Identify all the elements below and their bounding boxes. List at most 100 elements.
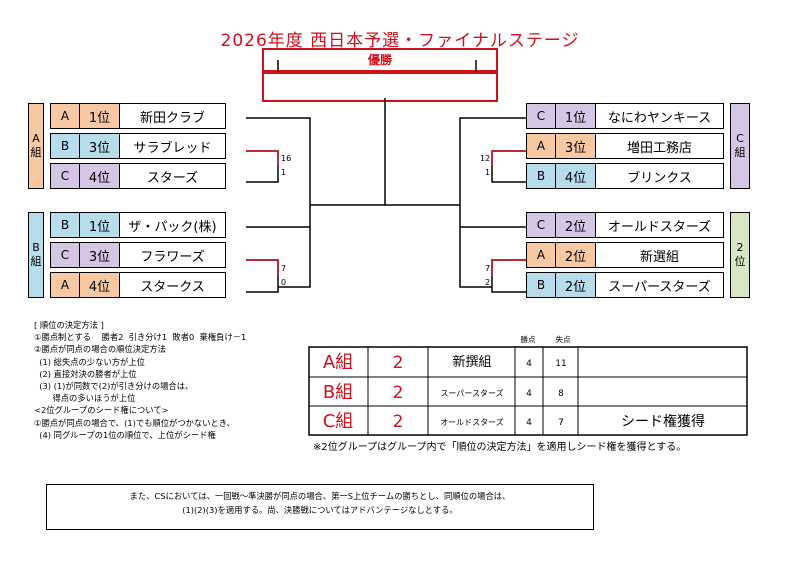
header-conceded: 失点 (556, 334, 571, 344)
rank-cell: 4位 (80, 163, 120, 189)
group-cell: C (50, 242, 80, 268)
standing-rank: 2 (393, 383, 404, 403)
score-right-bottom-win: 7 (485, 264, 491, 273)
team-name: ブリンクス (596, 163, 724, 189)
team-name: なにわヤンキース (596, 103, 724, 129)
bracket-left-q2 (246, 259, 279, 293)
group-side-label: B 組 (28, 212, 44, 298)
group-cell: C (50, 163, 80, 189)
rank-cell: 4位 (556, 163, 596, 189)
team-name: 新選組 (596, 242, 724, 268)
score-left-top-lose: 1 (281, 168, 287, 177)
group-side-label: 2 位 (730, 212, 750, 298)
group-cell: A (50, 103, 80, 129)
bottom-note-text: また、CSにおいては、一回戦～準決勝が同点の場合、第一S上位チームの勝ちとし、同… (129, 491, 511, 515)
bracket-right-q2-win (491, 259, 526, 276)
team-name: スーパースターズ (596, 272, 724, 298)
header-points: 勝点 (521, 334, 536, 344)
champion-label: 優勝 (262, 48, 498, 72)
standing-points: 4 (526, 359, 532, 369)
bracket-left-q2-win (246, 259, 279, 276)
score-left-top-win: 16 (281, 154, 292, 163)
ranking-rules: [ 順位の決定方法 ] ①勝点制とする 勝者2 引き分け1 敗者0 棄権負け－1… (34, 320, 247, 440)
standings-note: ※2位グループはグループ内で「順位の決定方法」を適用しシード権を獲得とする。 (313, 442, 687, 453)
group-side-label: A 組 (28, 103, 44, 189)
bracket-left-q1 (246, 150, 279, 183)
standing-team: 新撰組 (452, 354, 491, 370)
team-name: スタークス (120, 272, 226, 298)
bracket-right-q1 (491, 150, 526, 183)
score-right-top-lose: 1 (485, 168, 491, 177)
group-cell: A (526, 242, 556, 268)
rank-cell: 1位 (80, 212, 120, 238)
standing-points: 4 (526, 418, 532, 428)
bracket-left-q1-win (246, 150, 279, 166)
page-title: 2026年度 西日本予選・ファイナルステージ (220, 31, 580, 51)
standing-team: スーパースターズ (440, 388, 503, 398)
rank-cell: 2位 (556, 242, 596, 268)
team-name: スターズ (120, 163, 226, 189)
group-cell: A (526, 133, 556, 159)
score-left-bottom-win: 7 (281, 264, 287, 273)
standing-rank: 2 (393, 412, 404, 432)
standing-group: C組 (323, 411, 354, 432)
standing-conceded: 8 (558, 389, 564, 399)
standing-rank: 2 (393, 353, 404, 373)
score-right-bottom-lose: 2 (485, 278, 491, 287)
group-cell: C (526, 212, 556, 238)
group-cell: A (50, 272, 80, 298)
rank-cell: 2位 (556, 272, 596, 298)
rank-cell: 4位 (80, 272, 120, 298)
standing-group: B組 (323, 382, 353, 403)
group-cell: B (526, 163, 556, 189)
bottom-note: また、CSにおいては、一回戦～準決勝が同点の場合、第一S上位チームの勝ちとし、同… (46, 484, 594, 530)
score-right-top-win: 12 (480, 154, 491, 163)
rank-cell: 1位 (80, 103, 120, 129)
rank-cell: 3位 (80, 133, 120, 159)
rank-cell: 3位 (80, 242, 120, 268)
group-side-label: C 組 (730, 103, 750, 189)
team-name: フラワーズ (120, 242, 226, 268)
bracket-left-semi (246, 117, 311, 288)
team-name: 増田工務店 (596, 133, 724, 159)
bracket-right-q1-win (491, 150, 526, 166)
champion-box (262, 72, 498, 102)
standing-conceded: 11 (555, 359, 566, 369)
group-cell: B (526, 272, 556, 298)
standing-conceded: 7 (558, 418, 564, 428)
standing-team: オールドスターズ (440, 417, 504, 427)
bracket-right-q2 (491, 259, 526, 293)
team-name: サラブレッド (120, 133, 226, 159)
score-left-bottom-lose: 0 (281, 278, 287, 287)
rank-cell: 2位 (556, 212, 596, 238)
standing-points: 4 (526, 389, 532, 399)
standing-group: A組 (323, 352, 353, 373)
group-cell: B (50, 212, 80, 238)
team-name: オールドスターズ (596, 212, 724, 238)
group-cell: C (526, 103, 556, 129)
bracket-right-semi (459, 117, 526, 288)
standing-seed-note: シード権獲得 (621, 413, 705, 430)
